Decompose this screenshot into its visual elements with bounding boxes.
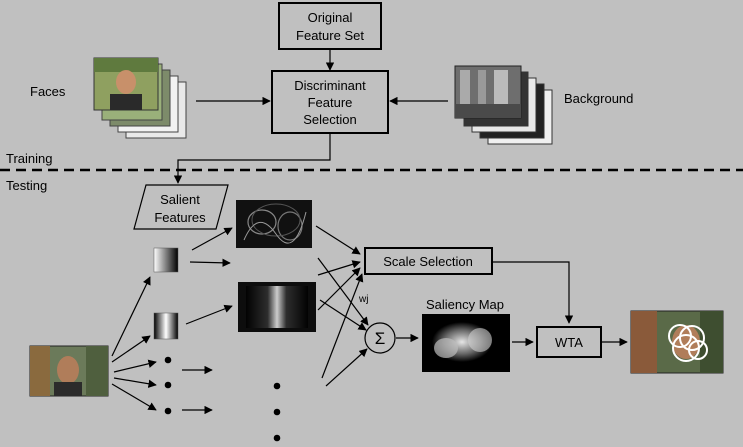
original-feature-set-box: Original Feature Set xyxy=(278,2,382,50)
filter-kernel-1 xyxy=(153,247,179,273)
salient-line1: Salient xyxy=(160,192,200,207)
discriminant-line2: Feature xyxy=(308,95,353,110)
arrow-scale-to-wta xyxy=(493,261,574,324)
output-detection-image xyxy=(630,310,724,374)
test-input-image xyxy=(29,345,109,397)
arrow-input-to-dot2 xyxy=(113,377,157,388)
arrow-input-to-dot1 xyxy=(113,359,157,373)
arrow-dots-to-scale xyxy=(321,273,364,379)
filter-ellipsis-dot xyxy=(164,356,172,364)
background-image-stack xyxy=(454,65,553,145)
background-label: Background xyxy=(564,91,633,106)
arrow-input-to-dot3 xyxy=(111,383,157,411)
wta-box: WTA xyxy=(536,326,602,358)
arrow-map2-to-sum xyxy=(319,299,367,331)
original-feature-set-line2: Feature Set xyxy=(296,28,364,43)
map-ellipsis-dot xyxy=(273,434,281,442)
salient-line2: Features xyxy=(154,210,206,225)
saliency-map-image xyxy=(422,314,510,372)
summation-node: Σ xyxy=(364,322,396,354)
sum-symbol: Σ xyxy=(375,329,386,348)
arrow-filter2-to-map2 xyxy=(185,304,233,325)
training-label: Training xyxy=(6,151,52,166)
filter-kernel-2 xyxy=(153,312,179,340)
scale-selection-box: Scale Selection xyxy=(364,247,493,275)
arrow-filter1-to-map1-a xyxy=(191,227,233,251)
arrow-filter1-to-map1-b xyxy=(189,258,231,268)
faces-image-stack xyxy=(93,57,187,139)
arrow-map2-to-scale xyxy=(317,267,361,311)
discriminant-line1: Discriminant xyxy=(294,78,366,93)
feature-response-map-2 xyxy=(238,282,316,332)
feature-response-map-1 xyxy=(236,200,312,248)
arrow-input-to-filter2 xyxy=(111,335,151,363)
original-feature-set-line1: Original xyxy=(308,10,353,25)
arrow-map1-to-scale xyxy=(315,225,361,255)
scale-selection-label: Scale Selection xyxy=(383,254,473,269)
map-ellipsis-dot xyxy=(273,408,281,416)
testing-label: Testing xyxy=(6,178,47,193)
arrow-map1-to-sum xyxy=(317,257,369,326)
map-ellipsis-dot xyxy=(273,382,281,390)
discriminant-line3: Selection xyxy=(303,112,356,127)
arrow-map1b-to-scale xyxy=(317,260,361,276)
wta-label: WTA xyxy=(555,335,583,350)
faces-label: Faces xyxy=(30,84,66,99)
saliency-map-label: Saliency Map xyxy=(426,297,504,312)
arrow-selection-to-salient xyxy=(173,133,331,184)
discriminant-feature-selection-box: Discriminant Feature Selection xyxy=(271,70,389,134)
arrow-input-to-filter1 xyxy=(111,276,151,357)
filter-ellipsis-dot xyxy=(164,407,172,415)
weight-label: wj xyxy=(358,294,368,305)
filter-ellipsis-dot xyxy=(164,381,172,389)
arrow-dots-to-sum xyxy=(325,348,368,387)
salient-features-box: Salient Features xyxy=(133,184,229,230)
